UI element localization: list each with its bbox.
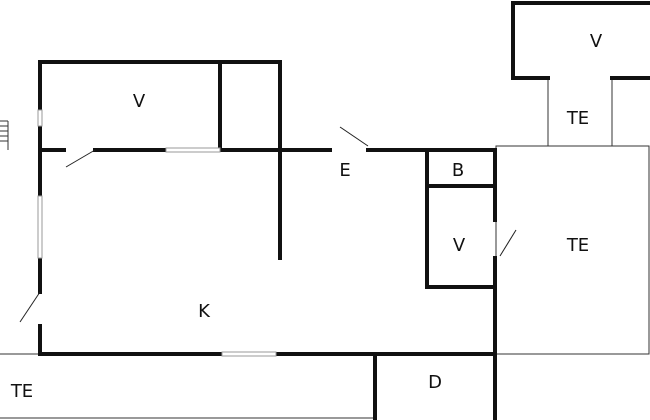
terrace-outlines [0,78,650,419]
door-swings [19,126,517,323]
terrace-bottom-left-outline [0,353,374,419]
window-left-middle [37,195,43,259]
label-veranda-top-left: V [133,91,146,112]
label-veranda-middle: V [453,235,466,256]
wall-outer-top-left [38,60,282,152]
door-terrace-right [499,229,517,257]
door-entrance [339,126,369,147]
door-left-outer [19,291,41,323]
label-kitchen-living: K [198,301,211,322]
label-bathroom: B [452,160,464,181]
windows [37,109,277,357]
door-veranda-left [65,149,96,168]
label-storage: D [428,372,442,393]
staircase-lines [0,120,9,150]
label-veranda-top-right: V [590,31,603,52]
wall-top-right-veranda [511,1,650,80]
label-terrace-top-right: TE [566,108,589,129]
wall-bathroom [425,148,497,289]
label-terrace-right: TE [566,235,589,256]
room-labels: V TE V E B V TE K TE D [10,31,603,402]
label-terrace-bottom-left: TE [10,381,33,402]
terrace-right-outline [495,145,650,355]
walls [38,1,650,420]
window-bottom [221,351,277,357]
label-entrance: E [339,160,350,181]
window-left-upper [37,109,43,127]
window-top-interior [165,147,221,153]
terrace-top-connector-outline [547,78,613,146]
